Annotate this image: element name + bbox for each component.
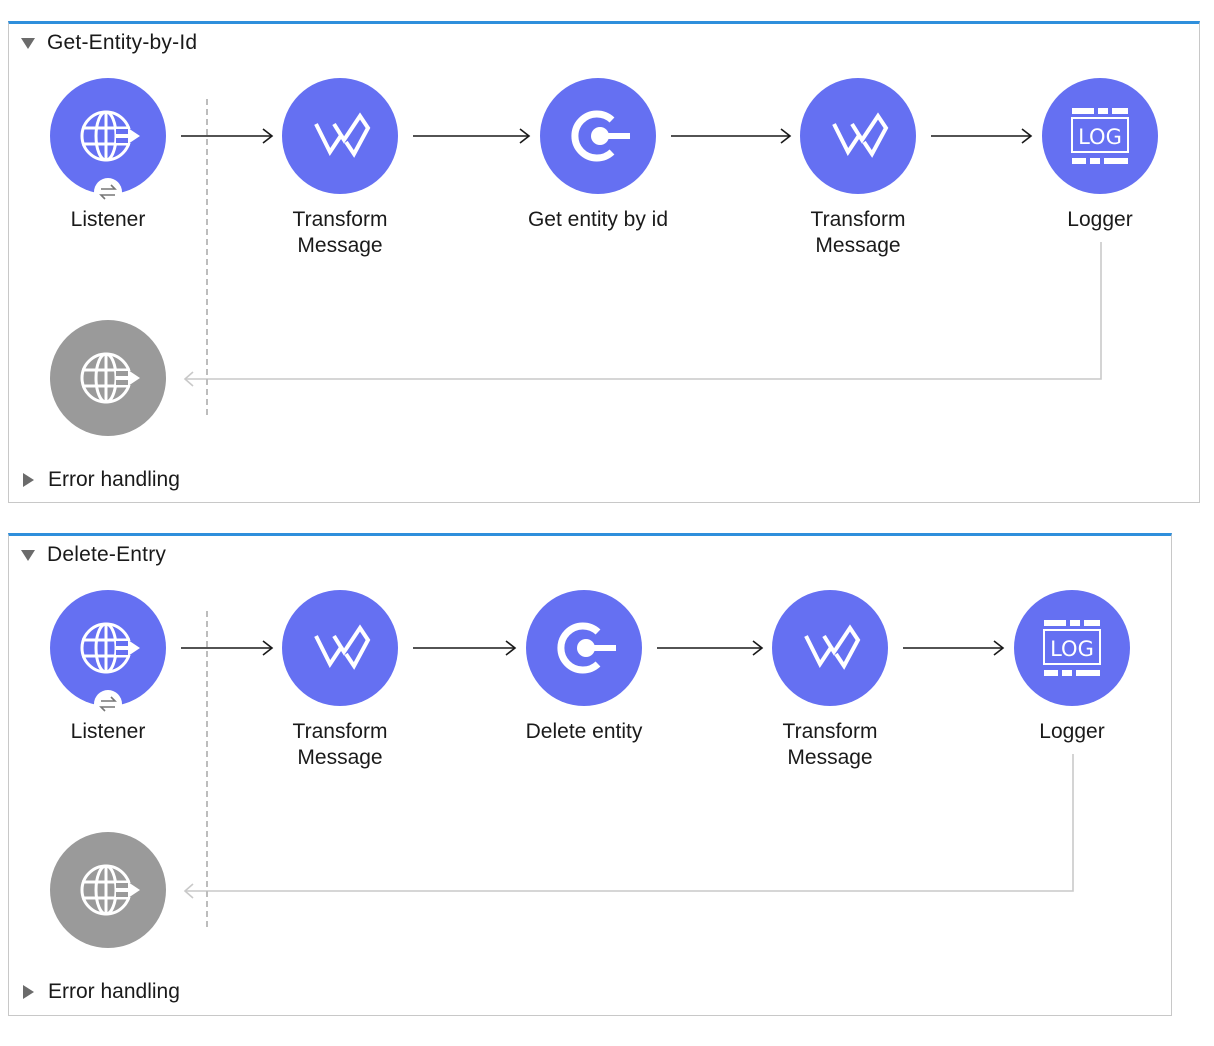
node-label: Listener <box>70 720 146 743</box>
logger-icon: LOG <box>1043 620 1101 676</box>
transform-message-node[interactable] <box>282 78 398 194</box>
error-handling-label: Error handling <box>48 468 180 491</box>
exchange-arrows-icon <box>99 696 117 712</box>
flow-get-entity-by-id: Get-Entity-by-Id <box>8 21 1200 503</box>
connector-icon <box>557 622 616 674</box>
logger-icon-text: LOG <box>1078 125 1122 149</box>
bidirectional-badge <box>94 690 122 718</box>
node-label: Transform Message <box>782 720 878 769</box>
return-arrowhead <box>183 371 194 387</box>
source-divider <box>206 611 208 927</box>
connector-icon <box>571 110 630 162</box>
node-label: Transform Message <box>292 208 388 257</box>
listener-node[interactable] <box>50 590 166 718</box>
flow-header[interactable]: Get-Entity-by-Id <box>21 30 197 56</box>
bidirectional-badge <box>94 178 122 206</box>
node-label: Transform Message <box>292 720 388 769</box>
node-label: Transform Message <box>810 208 906 257</box>
exchange-arrows-icon <box>99 184 117 200</box>
node-label: Delete entity <box>525 720 643 743</box>
listener-response-node[interactable] <box>50 832 166 948</box>
dataweave-icon <box>832 112 889 158</box>
error-handling-toggle[interactable]: Error handling <box>23 979 180 1005</box>
error-handling-toggle[interactable]: Error handling <box>23 467 180 493</box>
return-line <box>185 754 1074 892</box>
http-listener-icon <box>80 110 140 162</box>
connector-arrowhead <box>519 128 531 144</box>
flow-delete-entry: Delete-Entry <box>8 533 1172 1016</box>
node-label: Logger <box>1067 208 1133 231</box>
http-listener-icon <box>80 622 140 674</box>
error-handling-label: Error handling <box>48 980 180 1003</box>
connector-arrowhead <box>1021 128 1033 144</box>
transform-message-node[interactable] <box>772 590 888 706</box>
dataweave-icon <box>314 624 371 670</box>
listener-response-node[interactable] <box>50 320 166 436</box>
flow-title: Get-Entity-by-Id <box>47 31 198 54</box>
logger-icon-text: LOG <box>1050 637 1094 661</box>
logger-node[interactable]: LOG <box>1014 590 1130 706</box>
flow-connections <box>181 128 1102 387</box>
return-arrowhead <box>183 883 194 899</box>
node-label: Logger <box>1039 720 1105 743</box>
node-label: Listener <box>70 208 146 231</box>
connector-arrowhead <box>505 640 517 656</box>
collapse-triangle-icon[interactable] <box>21 37 35 49</box>
dataweave-icon <box>804 624 861 670</box>
logger-node[interactable]: LOG <box>1042 78 1158 194</box>
delete-entity-node[interactable] <box>526 590 642 706</box>
logger-icon: LOG <box>1071 108 1129 164</box>
expand-triangle-icon[interactable] <box>23 985 34 999</box>
http-listener-icon <box>80 864 140 916</box>
transform-message-node[interactable] <box>282 590 398 706</box>
connector-arrowhead <box>262 640 274 656</box>
flow-header[interactable]: Delete-Entry <box>21 542 166 568</box>
connector-arrowhead <box>993 640 1005 656</box>
flow-connections <box>181 640 1074 899</box>
connector-arrowhead <box>262 128 274 144</box>
connector-arrowhead <box>780 128 792 144</box>
get-entity-by-id-node[interactable] <box>540 78 656 194</box>
source-divider <box>206 99 208 415</box>
node-label: Get entity by id <box>527 208 669 231</box>
return-line <box>185 242 1102 380</box>
expand-triangle-icon[interactable] <box>23 473 34 487</box>
dataweave-icon <box>314 112 371 158</box>
collapse-triangle-icon[interactable] <box>21 549 35 561</box>
http-listener-icon <box>80 352 140 404</box>
flow-title: Delete-Entry <box>47 543 167 566</box>
transform-message-node[interactable] <box>800 78 916 194</box>
connector-arrowhead <box>752 640 764 656</box>
listener-node[interactable] <box>50 78 166 206</box>
